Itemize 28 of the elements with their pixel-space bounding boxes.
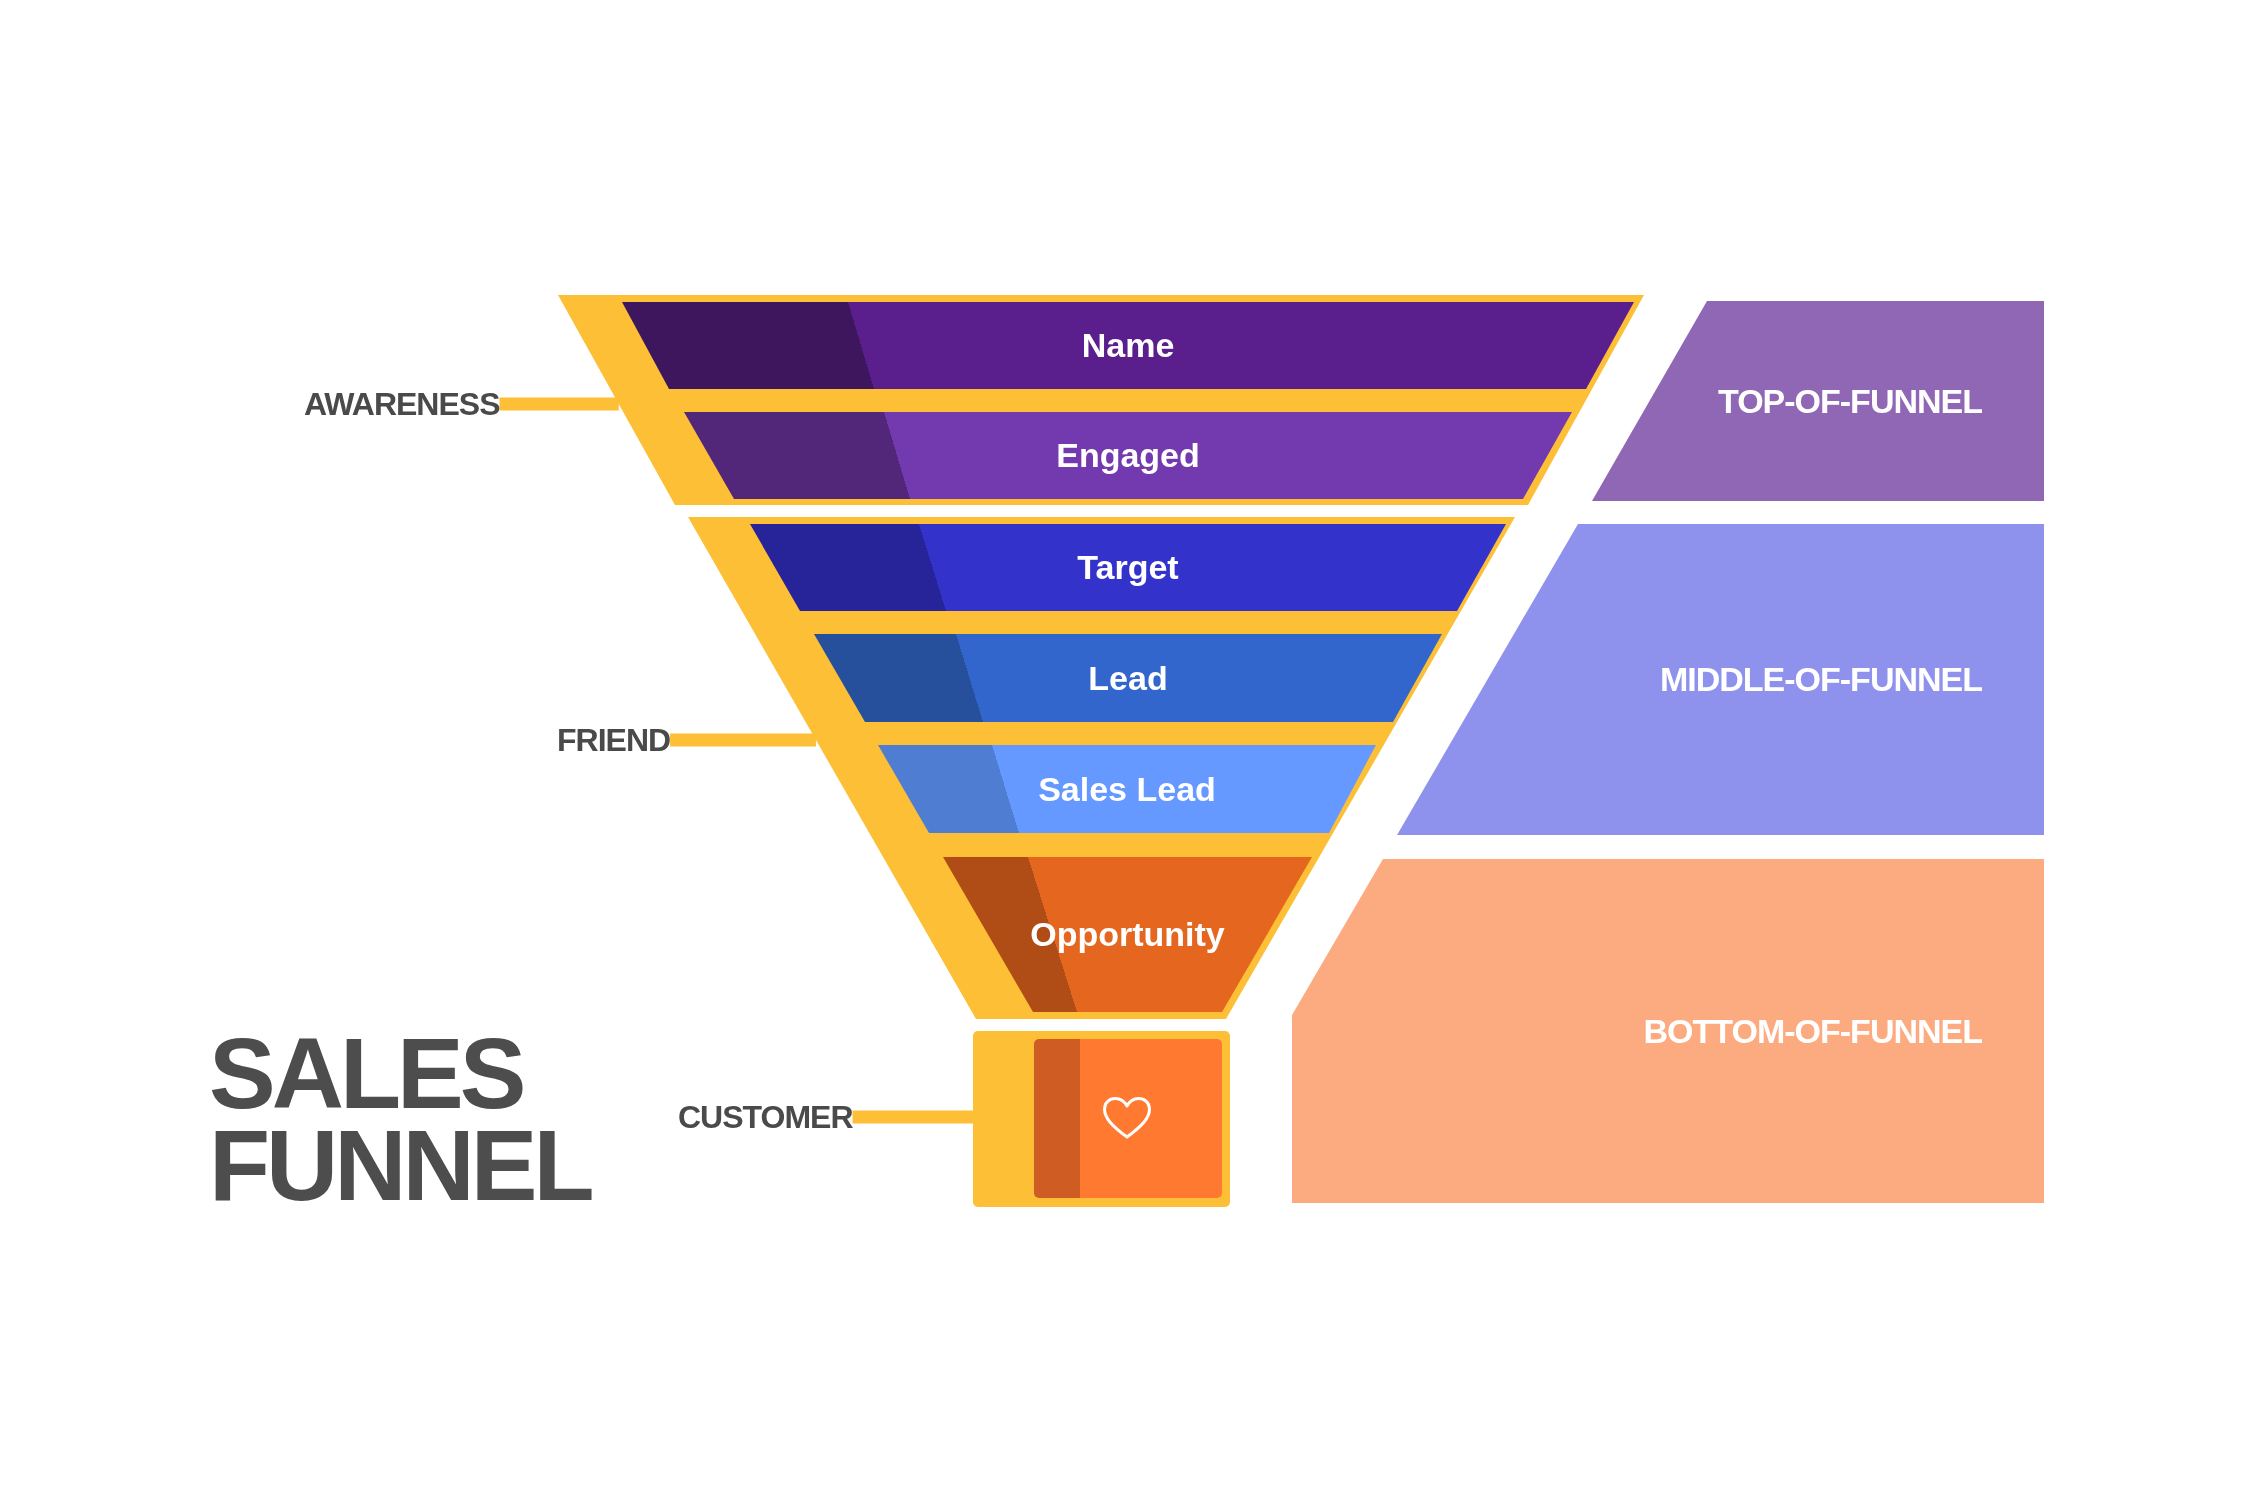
section-panel	[1397, 524, 2044, 835]
funnel-stage	[943, 857, 1312, 1012]
stage-label: Engaged	[1056, 435, 1200, 476]
diagram-title: SALES FUNNEL	[209, 1027, 593, 1211]
funnel-stage	[684, 412, 1572, 499]
section-panel	[1292, 859, 2044, 1203]
funnel-stage	[878, 745, 1376, 833]
stage-label: Target	[1077, 547, 1179, 588]
section-panel	[1592, 301, 2044, 501]
funnel-stage	[814, 634, 1442, 722]
group-label: FRIEND	[557, 721, 671, 759]
leader-line	[852, 1110, 973, 1124]
section-label: BOTTOM-OF-FUNNEL	[1643, 1010, 1982, 1052]
group-label: CUSTOMER	[678, 1098, 853, 1136]
funnel-frame	[558, 295, 1644, 505]
stage-label: Opportunity	[1030, 914, 1225, 955]
customer-frame	[973, 1031, 1230, 1207]
stage-label: Name	[1081, 325, 1175, 366]
stage-label: Sales Lead	[1038, 768, 1216, 810]
funnel-stage	[622, 302, 1634, 389]
stage-label: Lead	[1088, 657, 1168, 699]
section-label: MIDDLE-OF-FUNNEL	[1659, 659, 1982, 700]
group-label: AWARENESS	[304, 385, 500, 423]
heart-panel	[1034, 1039, 1222, 1198]
leader-line	[670, 733, 816, 747]
funnel-stage	[750, 524, 1506, 611]
section-label: TOP-OF-FUNNEL	[1718, 380, 1982, 422]
leader-line	[499, 397, 619, 411]
